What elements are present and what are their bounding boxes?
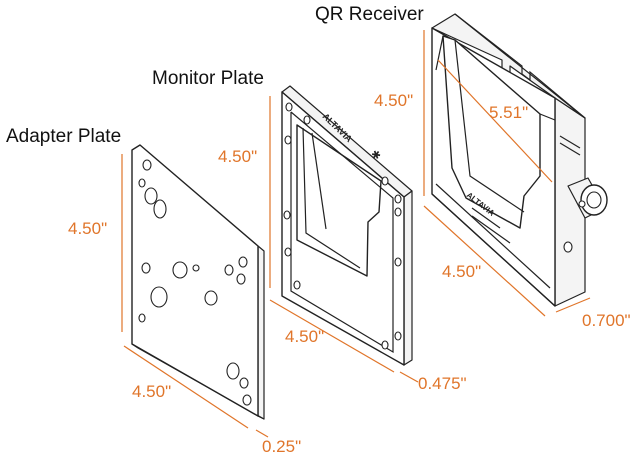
receiver-thickness-dimension: 0.700" (582, 311, 631, 330)
qr-receiver: ALTAVIA (431, 13, 608, 307)
qr-receiver-top-face (431, 13, 586, 119)
adapter-width-dimension: 4.50" (132, 382, 172, 401)
monitor-height-dimension: 4.50" (218, 147, 258, 166)
monitor-plate-holes (283, 102, 402, 350)
qr-receiver-side-markings (559, 135, 581, 156)
monitor-thickness-dimension: 0.475" (418, 374, 467, 393)
qr-receiver-fine-print (471, 207, 511, 244)
qr-receiver-dovetail-channel (442, 35, 541, 229)
receiver-diagonal-dimension: 5.51" (489, 103, 529, 122)
monitor-plate-side-edge (403, 190, 413, 366)
adapter-height-dimension: 4.50" (68, 219, 108, 238)
dimension-lines (121, 30, 591, 438)
monitor-plate-recess (290, 111, 394, 354)
monitor-plate-opening (296, 124, 382, 277)
qr-receiver-label: QR Receiver (315, 4, 424, 25)
qr-receiver-knob (567, 177, 608, 219)
adapter-plate-label: Adapter Plate (6, 126, 122, 147)
adapter-thickness-dimension: 0.25" (262, 437, 302, 456)
receiver-height-dimension: 4.50" (374, 91, 414, 110)
monitor-width-dimension: 4.50" (285, 327, 325, 346)
adapter-plate-side-edge (257, 245, 265, 420)
qr-receiver-side-screw (563, 241, 573, 253)
monitor-plate-label: Monitor Plate (152, 68, 264, 89)
receiver-width-dimension: 4.50" (442, 262, 482, 281)
monitor-plate: ALTAVIA ✱ (281, 85, 413, 366)
adapter-plate (131, 144, 265, 420)
adapter-plate-holes (138, 159, 252, 406)
